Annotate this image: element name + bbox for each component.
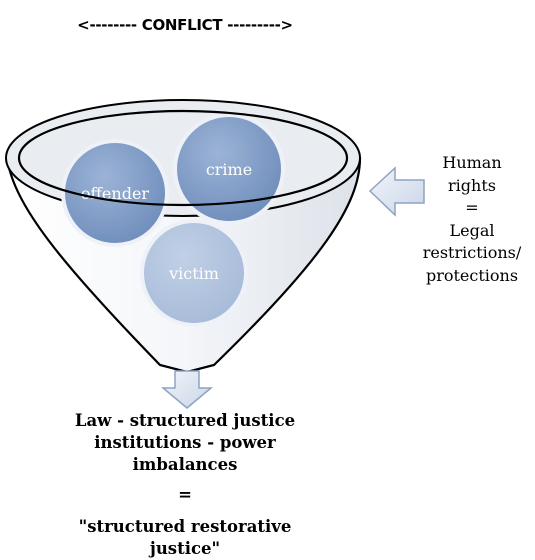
left-arrow-icon <box>368 166 425 217</box>
down-arrow-icon <box>160 370 214 409</box>
outcome-line: Law - structured justice <box>74 411 296 430</box>
rights-line: protections <box>425 265 519 285</box>
crime-circle: crime <box>173 113 285 225</box>
outcome-line: justice" <box>149 539 221 558</box>
outcome-equals: = <box>178 485 192 504</box>
rights-line: restrictions/ <box>422 243 522 262</box>
outcome-line: "structured restorative <box>78 517 292 536</box>
human-rights-text: Human rights = Legal restrictions/ prote… <box>412 152 532 287</box>
outcome-line: imbalances <box>132 455 238 474</box>
rights-line: = <box>465 198 479 217</box>
funnel-rim <box>17 109 349 207</box>
victim-circle: victim <box>140 219 248 327</box>
rights-line: Legal <box>449 220 495 240</box>
crime-label: crime <box>206 160 252 179</box>
offender-circle: offender <box>61 139 169 247</box>
rights-line: rights <box>448 175 496 195</box>
rights-line: Human <box>442 153 502 172</box>
outcome-line: institutions - power <box>94 433 276 452</box>
conflict-heading: <-------- CONFLICT ---------> <box>77 16 293 34</box>
outcome-text: Law - structured justice institutions - … <box>50 410 320 560</box>
victim-label: victim <box>168 264 219 283</box>
